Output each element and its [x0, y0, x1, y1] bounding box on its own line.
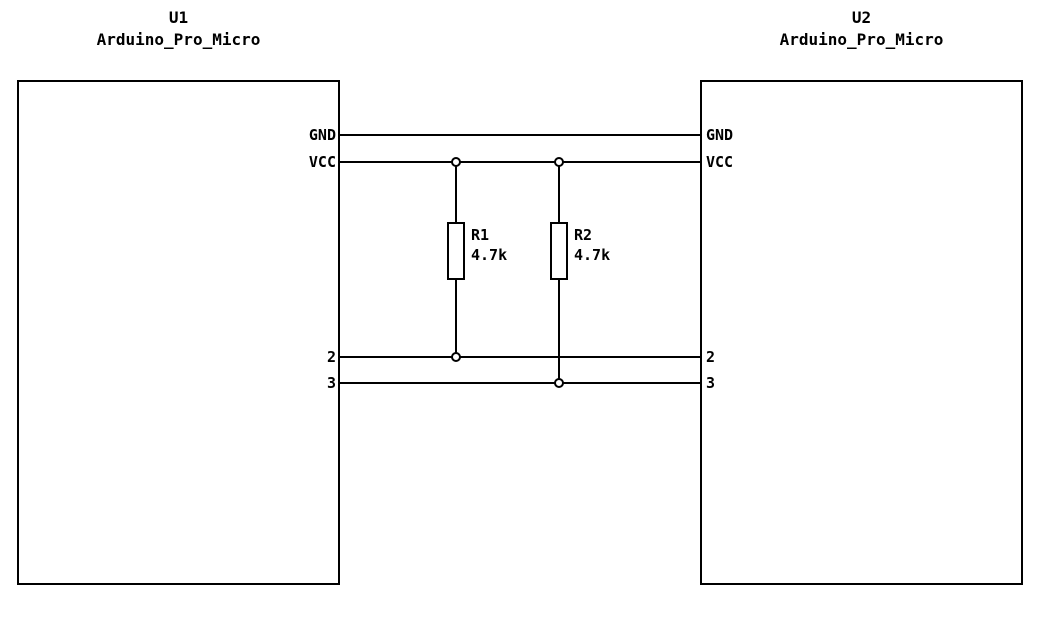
- junction-r2-net3: [554, 378, 564, 388]
- u2-symbol-body: [700, 80, 1023, 585]
- u1-pin-gnd-label: GND: [308, 126, 336, 144]
- u2-pin-2-label: 2: [706, 348, 716, 366]
- junction-r2-vcc: [554, 157, 564, 167]
- wire-gnd: [339, 134, 701, 136]
- u1-pin-3-label: 3: [326, 374, 336, 392]
- r2-top-lead: [558, 162, 560, 222]
- r2-value: 4.7k: [574, 246, 611, 264]
- u1-pin-vcc-label: VCC: [308, 153, 336, 171]
- u2-pin-vcc-label: VCC: [706, 153, 734, 171]
- u2-value: Arduino_Pro_Micro: [779, 30, 944, 49]
- r1-top-lead: [455, 162, 457, 222]
- r2-symbol-body: [550, 222, 568, 280]
- wire-net2: [339, 356, 701, 358]
- r2-bottom-lead: [558, 280, 560, 383]
- u2-pin-gnd-label: GND: [706, 126, 734, 144]
- r1-reference: R1: [471, 226, 490, 244]
- junction-r1-vcc: [451, 157, 461, 167]
- u1-reference: U1: [168, 8, 189, 27]
- r1-bottom-lead: [455, 280, 457, 357]
- u1-value: Arduino_Pro_Micro: [96, 30, 261, 49]
- u2-pin-3-label: 3: [706, 374, 716, 392]
- u1-symbol-body: [17, 80, 340, 585]
- u1-pin-2-label: 2: [326, 348, 336, 366]
- wire-net3: [339, 382, 701, 384]
- u2-reference: U2: [851, 8, 872, 27]
- r1-symbol-body: [447, 222, 465, 280]
- r1-value: 4.7k: [471, 246, 508, 264]
- wire-vcc: [339, 161, 701, 163]
- r2-reference: R2: [574, 226, 593, 244]
- junction-r1-net2: [451, 352, 461, 362]
